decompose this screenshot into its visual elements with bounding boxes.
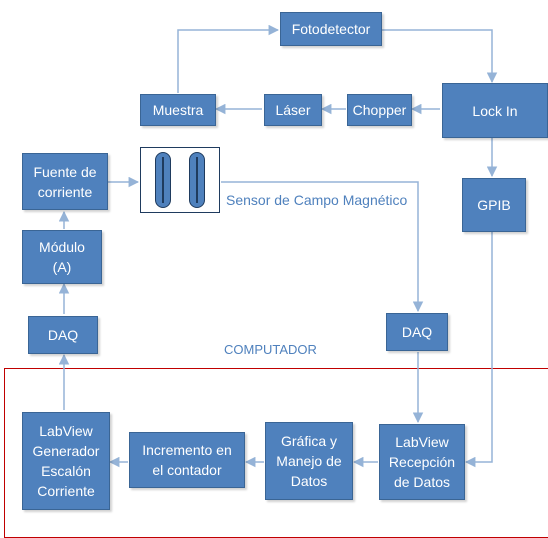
node-grafica: Gráfica y Manejo de Datos <box>265 422 353 500</box>
node-daq-left: DAQ <box>28 316 98 354</box>
sensor-label: Sensor de Campo Magnético <box>226 192 408 208</box>
flow-diagram: Fotodetector Muestra Láser Chopper Lock … <box>4 12 548 538</box>
arrow-gpib-labview-rec <box>464 232 493 468</box>
arrow-fotodetector-lockin <box>382 29 498 84</box>
node-lockin: Lock In <box>442 83 548 138</box>
node-chopper: Chopper <box>347 94 412 126</box>
node-daq-right: DAQ <box>386 313 448 351</box>
node-modulo: Módulo (A) <box>22 230 102 284</box>
sensor-icon <box>140 147 220 213</box>
arrow-sensor-daq <box>221 181 424 313</box>
coil-right-icon <box>189 152 205 208</box>
coil-left-icon <box>155 152 171 208</box>
arrows-layer <box>58 24 498 468</box>
node-incremento: Incremento en el contador <box>129 432 245 488</box>
node-fotodetector: Fotodetector <box>280 12 382 46</box>
node-labview-recepcion: LabView Recepción de Datos <box>379 424 465 500</box>
node-labview-generador: LabView Generador Escalón Corriente <box>22 412 110 510</box>
node-muestra: Muestra <box>140 94 216 126</box>
computer-label: COMPUTADOR <box>224 342 317 357</box>
node-laser: Láser <box>264 94 322 126</box>
node-gpib: GPIB <box>462 178 526 232</box>
arrow-muestra-fotodetector <box>177 24 280 93</box>
node-fuente: Fuente de corriente <box>22 153 108 210</box>
